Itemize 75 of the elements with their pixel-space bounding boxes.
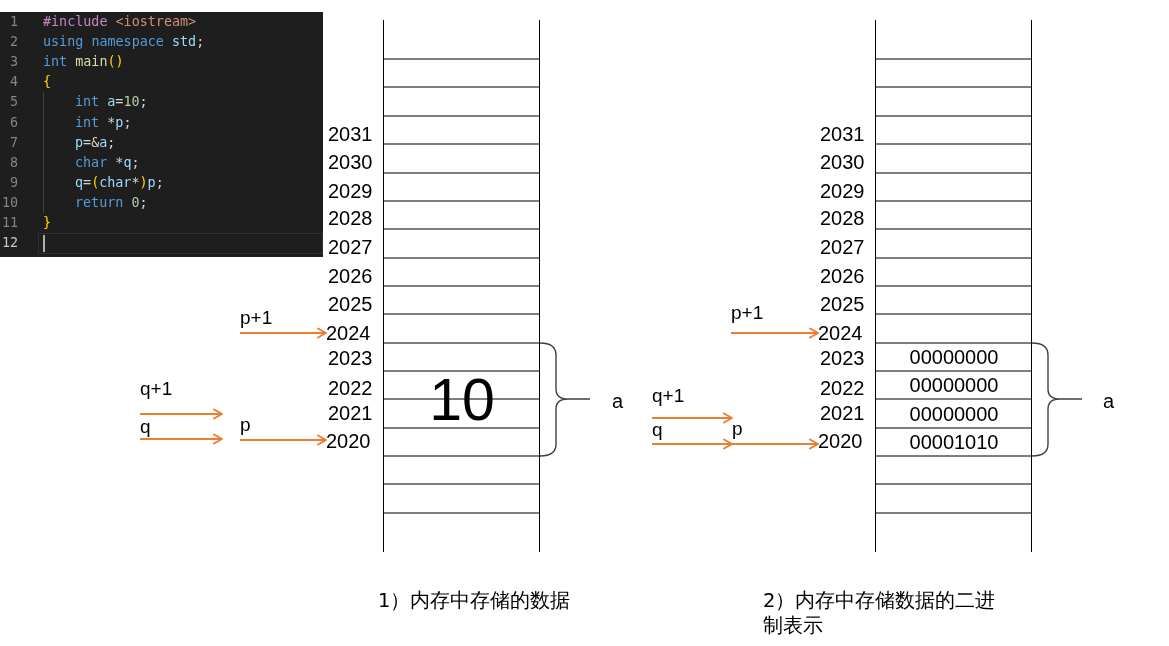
address-label: 2020 bbox=[326, 430, 371, 452]
pointer-arrow bbox=[139, 433, 223, 445]
address-label: 2029 bbox=[328, 180, 373, 202]
pointer-arrow bbox=[239, 327, 327, 339]
line-number: 10 bbox=[1, 193, 18, 212]
memory-column bbox=[383, 20, 540, 552]
line-number: 6 bbox=[9, 113, 18, 132]
code-line: return 0; bbox=[75, 193, 148, 212]
pointer-name: q+1 bbox=[652, 385, 685, 418]
pointer-name: p+1 bbox=[731, 302, 764, 333]
address-label: 2026 bbox=[328, 265, 373, 287]
code-editor-panel bbox=[0, 12, 323, 257]
line-number: 12 bbox=[1, 234, 18, 253]
variable-label: a bbox=[1103, 390, 1115, 412]
line-number: 1 bbox=[9, 13, 18, 31]
binary-value: 00000000 bbox=[909, 347, 999, 367]
address-label: 2027 bbox=[328, 236, 373, 258]
pointer-name: q+1 bbox=[140, 378, 173, 414]
code-line: int a=10; bbox=[75, 93, 148, 112]
pointer-name: q bbox=[652, 419, 663, 444]
address-label: 2025 bbox=[328, 293, 373, 315]
memory-column bbox=[875, 20, 1032, 552]
address-label: 2020 bbox=[818, 430, 863, 452]
address-label: 2030 bbox=[820, 151, 865, 173]
code-line: { bbox=[43, 73, 52, 92]
pointer-arrow bbox=[730, 327, 819, 339]
pointer-arrow bbox=[139, 408, 223, 420]
address-label: 2024 bbox=[326, 322, 371, 344]
address-label: 2024 bbox=[818, 322, 863, 344]
pointer-arrow bbox=[239, 434, 327, 446]
code-line: p=&a; bbox=[75, 133, 116, 152]
code-line: using namespace std; bbox=[43, 33, 205, 52]
address-label: 2030 bbox=[328, 151, 373, 173]
pointer-arrow bbox=[651, 412, 733, 424]
variable-label: a bbox=[612, 390, 624, 412]
line-number: 3 bbox=[9, 53, 18, 72]
binary-value: 00001010 bbox=[909, 432, 999, 452]
line-number: 9 bbox=[9, 173, 18, 192]
code-line: int main() bbox=[43, 53, 124, 72]
pointer-name: p bbox=[732, 418, 743, 444]
pointer-name: p+1 bbox=[240, 307, 273, 333]
code-line: int *p; bbox=[75, 113, 132, 132]
line-number: 11 bbox=[1, 214, 18, 232]
line-number: 5 bbox=[9, 93, 18, 112]
line-number: 7 bbox=[9, 133, 18, 152]
address-label: 2022 bbox=[328, 377, 373, 399]
figure-caption: 2）内存中存储数据的二进制表示 bbox=[763, 588, 997, 638]
address-label: 2023 bbox=[328, 347, 373, 369]
stored-value: 10 bbox=[429, 370, 495, 430]
address-label: 2027 bbox=[820, 236, 865, 258]
address-label: 2022 bbox=[820, 377, 865, 399]
address-label: 2023 bbox=[820, 347, 865, 369]
code-line: #include <iostream> bbox=[43, 13, 197, 31]
binary-value: 00000000 bbox=[909, 375, 999, 395]
address-label: 2029 bbox=[820, 180, 865, 202]
pointer-name: p bbox=[222, 414, 251, 440]
address-label: 2031 bbox=[328, 123, 373, 145]
pointer-arrow bbox=[731, 438, 819, 450]
code-line: q=(char*)p; bbox=[75, 173, 164, 192]
binary-value: 00000000 bbox=[909, 403, 999, 424]
address-label: 2021 bbox=[820, 402, 865, 424]
figure-caption: 1）内存中存储的数据 bbox=[378, 588, 571, 613]
address-label: 2031 bbox=[820, 123, 865, 145]
address-label: 2025 bbox=[820, 293, 865, 315]
address-label: 2028 bbox=[820, 207, 865, 229]
pointer-name: q bbox=[140, 416, 151, 439]
address-label: 2028 bbox=[328, 207, 373, 229]
line-number: 2 bbox=[9, 33, 18, 52]
address-label: 2026 bbox=[820, 265, 865, 287]
code-line: char *q; bbox=[75, 153, 140, 172]
address-label: 2021 bbox=[328, 402, 373, 424]
code-line: } bbox=[43, 214, 52, 232]
line-number: 4 bbox=[9, 73, 18, 92]
line-number: 8 bbox=[9, 153, 18, 172]
pointer-arrow bbox=[651, 438, 733, 450]
